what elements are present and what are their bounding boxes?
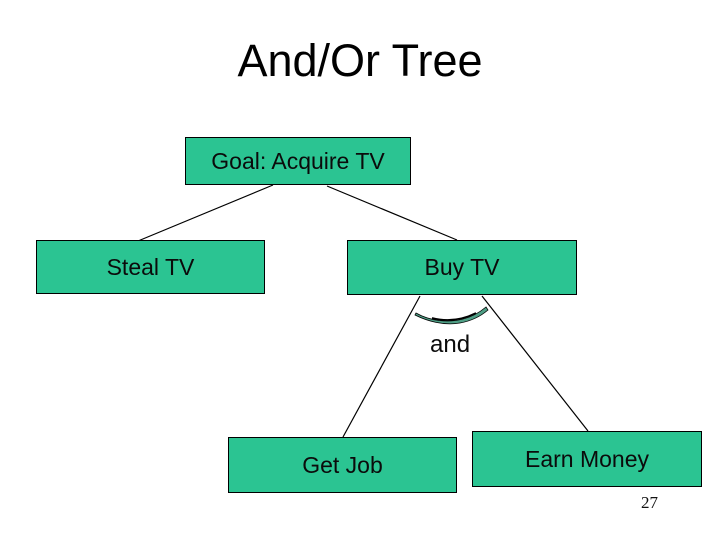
and-arc [414, 306, 489, 325]
tree-node-steal-tv: Steal TV [36, 240, 265, 294]
tree-node-buy-tv-label: Buy TV [424, 254, 500, 280]
slide-title: And/Or Tree [237, 35, 483, 86]
and-connector-label: and [430, 331, 471, 358]
tree-node-buy-tv: Buy TV [347, 240, 577, 295]
edge-goal-to-buy-tv [326, 185, 458, 241]
edge-buy-tv-to-get-job [342, 295, 421, 438]
page-number: 27 [641, 493, 658, 512]
and-arc-stroke [431, 312, 477, 321]
tree-node-earn-money: Earn Money [472, 431, 702, 487]
edge-goal-to-steal-tv [137, 184, 274, 242]
tree-node-get-job-label: Get Job [302, 451, 383, 478]
tree-node-goal: Goal: Acquire TV [185, 137, 411, 185]
tree-node-get-job: Get Job [228, 437, 457, 493]
tree-node-goal-label: Goal: Acquire TV [211, 147, 385, 174]
tree-node-steal-tv-label: Steal TV [106, 253, 195, 280]
tree-node-earn-money-label: Earn Money [524, 445, 649, 472]
edge-buy-tv-to-earn-money [481, 295, 589, 432]
